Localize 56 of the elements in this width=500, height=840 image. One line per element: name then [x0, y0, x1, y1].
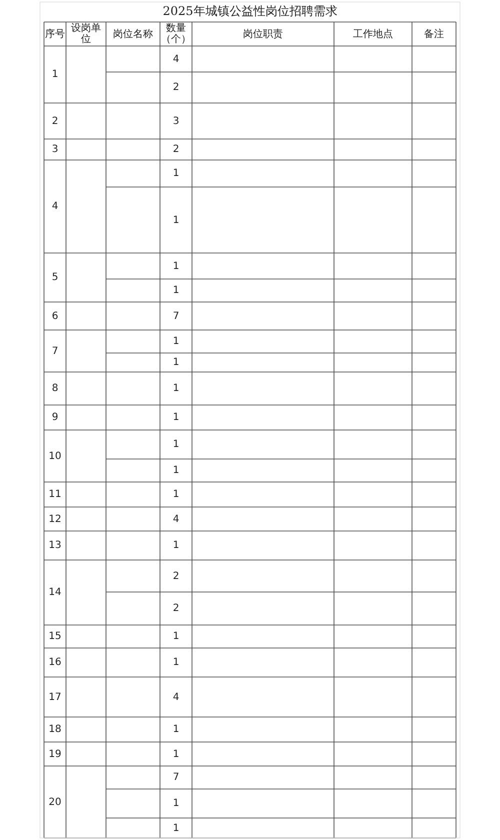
quantity-value: 2: [172, 570, 180, 584]
row-number: 15: [48, 630, 62, 644]
quantity-value: 1: [172, 167, 180, 181]
row-number: 17: [48, 690, 62, 704]
quantity-value: 1: [172, 411, 180, 425]
row-number: 9: [50, 411, 60, 425]
quantity-value: 4: [172, 52, 180, 66]
quantity-value: 1: [172, 630, 180, 644]
column-header: 岗位名称: [112, 28, 154, 42]
row-number: 12: [48, 512, 62, 526]
column-header: 数量（个）: [161, 23, 191, 45]
row-number: 10: [48, 450, 62, 464]
quantity-value: 7: [172, 771, 180, 785]
quantity-value: 3: [172, 114, 180, 128]
quantity-value: 1: [172, 438, 180, 452]
quantity-value: 1: [172, 656, 180, 670]
row-number: 20: [48, 796, 62, 810]
quantity-value: 1: [172, 748, 180, 762]
row-number: 6: [50, 310, 60, 324]
quantity-value: 1: [172, 539, 180, 553]
quantity-value: 1: [172, 214, 180, 228]
row-number: 13: [48, 539, 62, 553]
column-header: 岗位职责: [242, 28, 284, 42]
quantity-value: 2: [172, 143, 180, 157]
row-number: 1: [50, 68, 60, 82]
row-number: 19: [48, 748, 62, 762]
row-number: 4: [50, 200, 60, 214]
quantity-value: 1: [172, 464, 180, 478]
row-number: 8: [50, 382, 60, 396]
quantity-value: 1: [172, 335, 180, 349]
row-number: 5: [50, 271, 60, 285]
column-header: 序号: [45, 28, 65, 42]
row-number: 7: [50, 344, 60, 358]
quantity-value: 4: [172, 512, 180, 526]
row-number: 16: [48, 656, 62, 670]
column-header: 设岗单位: [70, 23, 102, 45]
quantity-value: 1: [172, 797, 180, 811]
column-header: 工作地点: [352, 28, 394, 42]
quantity-value: 1: [172, 723, 180, 737]
quantity-value: 7: [172, 310, 180, 324]
quantity-value: 1: [172, 284, 180, 298]
quantity-value: 1: [172, 822, 180, 836]
column-header: 备注: [423, 28, 445, 42]
quantity-value: 1: [172, 356, 180, 370]
row-number: 3: [50, 143, 60, 157]
quantity-value: 1: [172, 260, 180, 274]
quantity-value: 1: [172, 488, 180, 502]
row-number: 2: [50, 114, 60, 128]
quantity-value: 4: [172, 690, 180, 704]
row-number: 18: [48, 723, 62, 737]
quantity-value: 1: [172, 382, 180, 396]
quantity-value: 2: [172, 602, 180, 616]
row-number: 11: [48, 488, 62, 502]
row-number: 14: [48, 586, 62, 600]
table-title: 2025年城镇公益性岗位招聘需求: [162, 4, 338, 20]
quantity-value: 2: [172, 81, 180, 95]
